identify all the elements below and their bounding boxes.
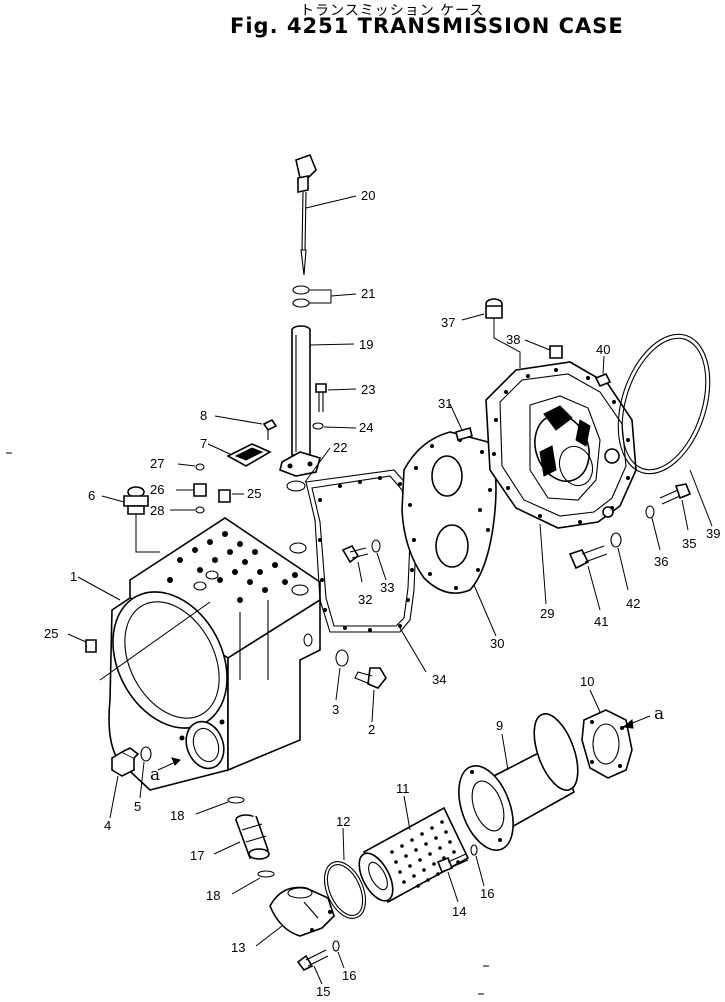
callout-5: 5 — [134, 799, 141, 814]
callout-19: 19 — [359, 337, 373, 352]
callout-7: 7 — [200, 436, 207, 451]
scan-specks — [6, 452, 489, 995]
callout-30: 30 — [490, 636, 504, 651]
part-10-cover-plate — [581, 689, 633, 779]
callout-28: 28 — [150, 503, 164, 518]
callout-36: 36 — [654, 554, 668, 569]
callout-29: 29 — [540, 606, 554, 621]
part-25-plug-upper — [218, 489, 244, 503]
callout-23: 23 — [361, 382, 375, 397]
callout-26: 26 — [150, 482, 164, 497]
view-marker-right: a — [654, 704, 664, 724]
view-marker-left: a — [150, 765, 160, 785]
title-japanese: トランスミッション ケース — [300, 3, 485, 19]
callout-25-lower: 25 — [44, 626, 58, 641]
part-15-bolt — [296, 949, 329, 985]
callout-15: 15 — [316, 984, 330, 999]
callout-1: 1 — [70, 569, 77, 584]
callout-25-upper: 25 — [247, 486, 261, 501]
callout-8: 8 — [200, 408, 207, 423]
part-4-drain-plug — [109, 747, 140, 819]
callout-24: 24 — [359, 420, 373, 435]
part-22-gasket — [286, 447, 331, 492]
callout-14: 14 — [452, 904, 466, 919]
callout-35: 35 — [682, 536, 696, 551]
part-14-bolt — [436, 853, 469, 903]
part-42-washer — [610, 532, 629, 591]
part-36-washer — [645, 505, 661, 551]
part-32-bolt — [341, 544, 369, 583]
callout-9: 9 — [496, 718, 503, 733]
part-29-housing — [485, 361, 637, 605]
part-28-o-ring — [170, 506, 205, 514]
part-5-o-ring — [139, 746, 152, 799]
callout-33: 33 — [380, 580, 394, 595]
part-6-breather — [101, 486, 160, 553]
part-20-dipstick — [295, 153, 357, 276]
part-18-o-ring-upper — [195, 796, 245, 815]
callout-4: 4 — [104, 818, 111, 833]
part-26-plug — [176, 483, 207, 497]
part-17-pipe — [213, 814, 270, 860]
part-2-bolt — [354, 667, 387, 723]
callout-13: 13 — [231, 940, 245, 955]
part-38-plug — [524, 339, 563, 359]
callout-3: 3 — [332, 702, 339, 717]
part-19-guide-tube — [279, 325, 355, 477]
part-25-plug-lower — [67, 633, 97, 653]
part-16-washer-lower — [332, 940, 345, 969]
part-16-washer-upper — [470, 844, 485, 887]
part-27-plug — [177, 463, 205, 471]
part-3-washer — [335, 649, 349, 701]
part-1-transmission-case — [77, 517, 321, 791]
callout-20: 20 — [361, 188, 375, 203]
callout-27: 27 — [150, 456, 164, 471]
callout-labels: 20 21 19 23 24 22 8 7 27 26 28 25 6 1 25… — [44, 188, 720, 999]
part-30-adapter-plate — [401, 431, 497, 637]
part-9-strainer-housing — [458, 713, 579, 851]
callout-18-upper: 18 — [170, 808, 184, 823]
callout-32: 32 — [358, 592, 372, 607]
callout-10: 10 — [580, 674, 594, 689]
callout-22: 22 — [333, 440, 347, 455]
part-33-washer — [371, 539, 387, 581]
part-7-cover-plate — [207, 443, 272, 467]
part-37-sensor — [461, 298, 521, 368]
callout-21: 21 — [361, 286, 375, 301]
callout-39: 39 — [706, 526, 720, 541]
callout-41: 41 — [594, 614, 608, 629]
callout-37: 37 — [441, 315, 455, 330]
callout-12: 12 — [336, 814, 350, 829]
view-arrow-right — [619, 715, 651, 729]
callout-17: 17 — [190, 848, 204, 863]
callout-6: 6 — [88, 488, 95, 503]
callout-38: 38 — [506, 332, 520, 347]
part-35-bolt — [659, 483, 692, 531]
callout-34: 34 — [432, 672, 446, 687]
part-31-dowel-pin — [449, 403, 473, 441]
callout-42: 42 — [626, 596, 640, 611]
part-8-bolt — [214, 415, 278, 440]
callout-31: 31 — [438, 396, 452, 411]
part-40-pin — [594, 355, 612, 388]
callout-2: 2 — [368, 722, 375, 737]
callout-16-upper: 16 — [480, 886, 494, 901]
part-23-bolt — [315, 383, 357, 412]
part-39-o-ring — [617, 333, 713, 527]
callout-16-lower: 16 — [342, 968, 356, 983]
part-24-washer — [312, 422, 357, 430]
part-18-o-ring-lower — [231, 870, 275, 895]
callout-18-lower: 18 — [206, 888, 220, 903]
part-12-o-ring — [323, 827, 367, 919]
view-arrow-left — [157, 757, 181, 771]
part-11-strainer — [358, 795, 470, 904]
part-21-o-rings — [292, 285, 357, 308]
part-13-elbow — [255, 886, 335, 947]
callout-40: 40 — [596, 342, 610, 357]
part-41-bolt — [568, 545, 608, 611]
callout-11: 11 — [396, 781, 410, 796]
figure-title: Fig. 4251 TRANSMISSION CASE — [230, 14, 624, 38]
